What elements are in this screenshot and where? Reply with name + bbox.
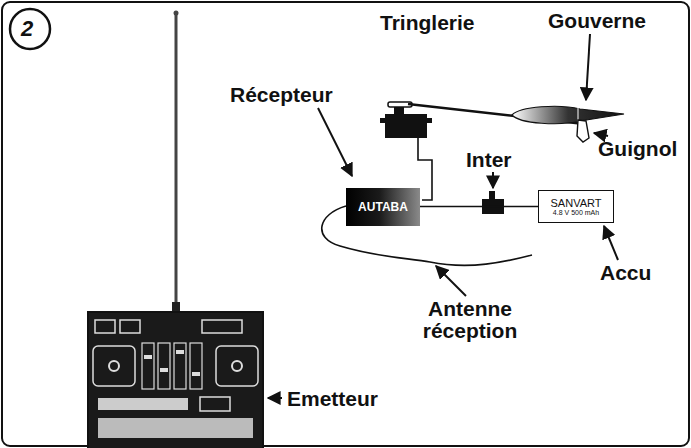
callout-circle — [10, 9, 50, 49]
transmitter — [88, 312, 263, 448]
part-label: Antenne réception — [405, 298, 535, 342]
control-horn — [577, 120, 589, 142]
part-label: Récepteur — [230, 84, 333, 106]
part-label: Emetteur — [287, 388, 378, 410]
servo-wire — [418, 138, 432, 200]
part-label: Guignol — [598, 138, 677, 160]
control-surface — [512, 106, 624, 123]
receiver-box: AUTABA — [346, 188, 420, 226]
servo — [380, 102, 432, 138]
wire — [420, 206, 538, 207]
battery-box: SANVART4.8 V 500 mAh — [538, 190, 614, 223]
callout-number: 2 — [21, 17, 33, 40]
transmitter-antenna — [175, 14, 178, 312]
box-text: 4.8 V 500 mAh — [553, 209, 599, 216]
part-label: Accu — [600, 262, 651, 284]
part-label: Inter — [466, 149, 512, 171]
part-label: Tringlerie — [380, 12, 475, 34]
part-label: Gouverne — [548, 10, 646, 32]
box-text: AUTABA — [358, 200, 408, 214]
switch — [482, 191, 504, 214]
box-text: SANVART — [551, 197, 602, 209]
